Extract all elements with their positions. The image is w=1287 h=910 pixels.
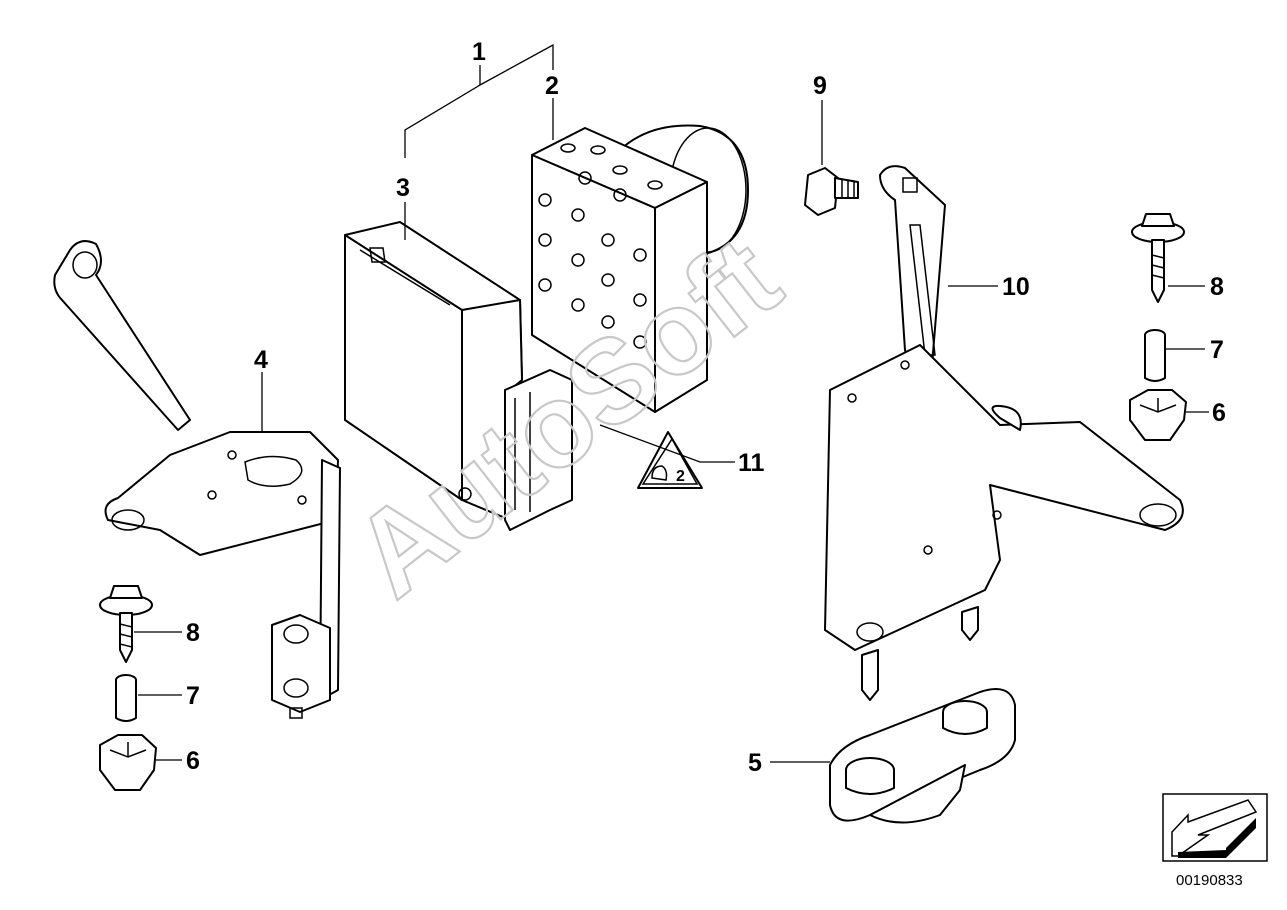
screw-part-8-right (1131, 213, 1185, 303)
callout-6-right: 6 (1212, 399, 1226, 427)
mounting-pad-part-5 (829, 688, 1016, 824)
screw-part-8-left (99, 585, 153, 663)
sleeve-part-7-left (115, 674, 137, 722)
callout-1: 1 (472, 38, 486, 66)
callouts: 1 2 3 4 5 6 6 7 7 8 8 9 10 11 (186, 38, 1226, 777)
callout-10: 10 (1002, 273, 1030, 301)
document-number: 00190833 (1176, 872, 1243, 889)
warning-sticker-text: 2 (676, 468, 685, 485)
callout-4: 4 (254, 346, 268, 374)
control-module-part-3 (344, 221, 573, 531)
callout-7-left: 7 (186, 682, 200, 710)
callout-3: 3 (396, 174, 410, 202)
bracket-part-4 (53, 240, 341, 719)
callout-11: 11 (738, 449, 765, 477)
nut-part-6-left (99, 734, 157, 791)
bracket-part-10 (824, 165, 1184, 701)
callout-6-left: 6 (186, 747, 200, 775)
callout-5: 5 (748, 749, 762, 777)
callout-8-right: 8 (1210, 273, 1224, 301)
nut-part-6-right (1129, 389, 1187, 441)
orientation-arrow-icon (1162, 793, 1268, 862)
bolt-part-9 (804, 167, 859, 216)
hydraulic-unit-part-2 (531, 124, 749, 413)
sleeve-part-7-right (1144, 329, 1166, 382)
callout-2: 2 (545, 72, 559, 100)
callout-8-left: 8 (186, 619, 200, 647)
callout-7-right: 7 (1210, 336, 1224, 364)
leader-lines (134, 43, 1209, 763)
warning-sticker-part-11: 2 (637, 431, 703, 489)
callout-9: 9 (813, 72, 827, 100)
